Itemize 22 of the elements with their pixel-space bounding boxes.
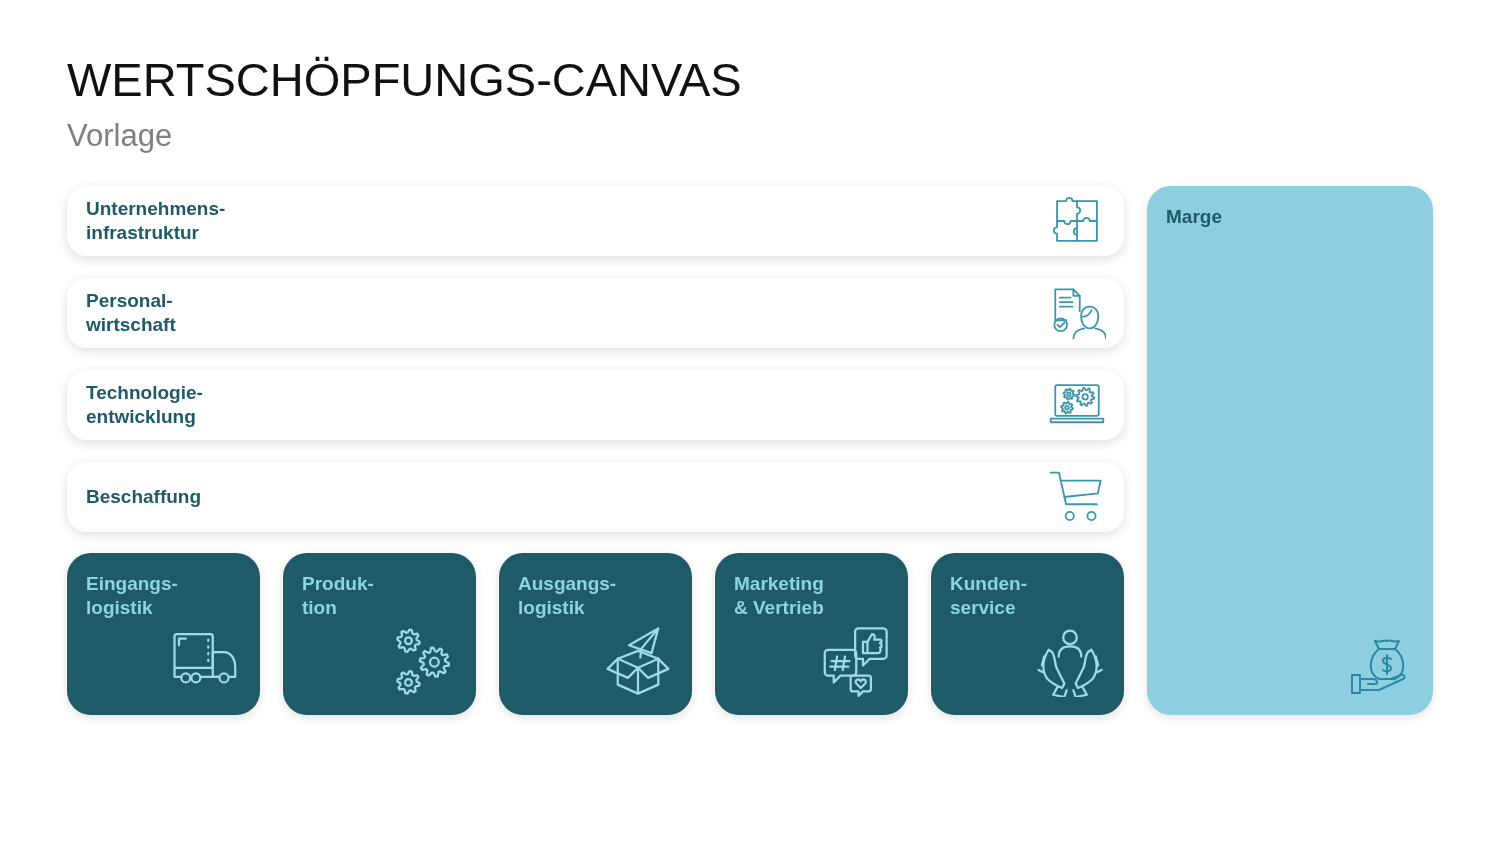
card-heading: Eingangs- logistik <box>86 572 179 620</box>
wide-card <box>67 278 1124 348</box>
tile-card <box>499 553 692 715</box>
page-subtitle: Vorlage <box>67 118 173 154</box>
tile-card <box>67 553 260 715</box>
tile-card <box>931 553 1124 715</box>
card-heading: Technologie- entwicklung <box>86 381 204 429</box>
tall-panel <box>1147 186 1433 715</box>
tile-card <box>283 553 476 715</box>
card-heading: Beschaffung <box>86 485 202 509</box>
card-heading: Ausgangs- logistik <box>518 572 618 620</box>
card-heading: Produk- tion <box>302 572 375 620</box>
wide-card <box>67 370 1124 440</box>
card-heading: Marge <box>1166 205 1222 229</box>
wide-card <box>67 186 1124 256</box>
card-heading: Unternehmens- infrastruktur <box>86 197 227 245</box>
card-heading: Personal- wirtschaft <box>86 289 177 337</box>
tile-card <box>715 553 908 715</box>
card-heading: Marketing & Vertrieb <box>734 572 825 620</box>
wide-card <box>67 462 1124 532</box>
page-title: WERTSCHÖPFUNGS-CANVAS <box>67 52 742 108</box>
card-heading: Kunden- service <box>950 572 1029 620</box>
